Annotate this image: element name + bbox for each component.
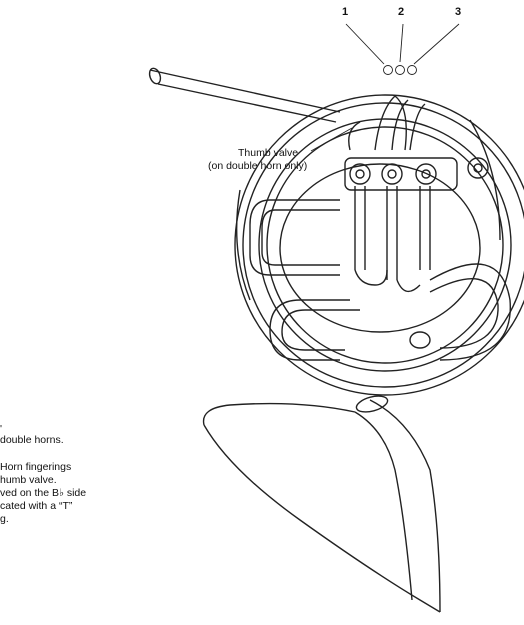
valve-cluster [345,96,457,291]
tuning-slides [250,158,510,360]
valve-indicator [346,24,459,75]
horn-bell [204,393,440,612]
horn-coils [235,95,524,395]
